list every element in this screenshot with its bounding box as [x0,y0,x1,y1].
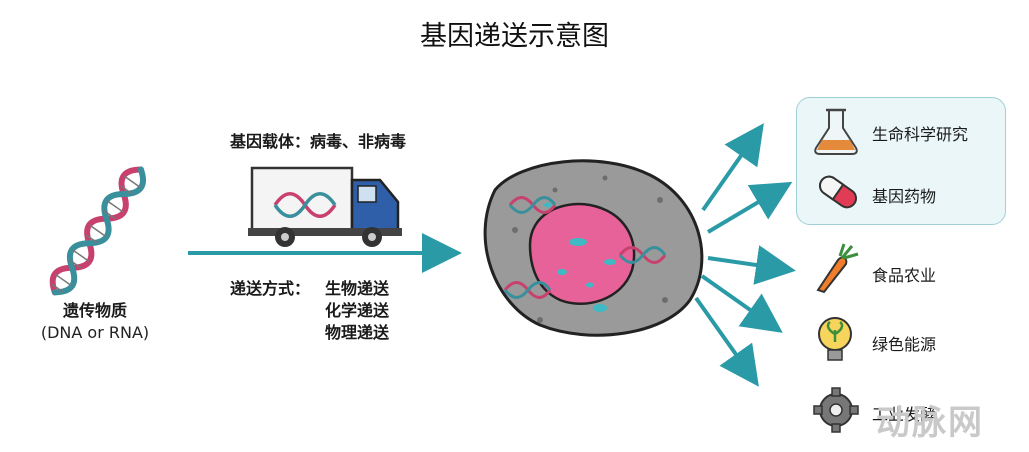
application-label: 工业发酵 [872,405,937,424]
application-label: 绿色能源 [872,335,937,354]
delivery-method-item: 物理递送 [325,323,390,342]
flask-icon [814,108,858,155]
carrot-icon [816,243,859,294]
target-cell [483,159,704,337]
dna-helix-icon [49,166,147,296]
vector-label: 基因载体：病毒、非病毒 [230,132,407,151]
truck-vector-icon [248,166,402,247]
lightbulb-sprout-icon [818,317,852,361]
nucleus [528,202,636,305]
arrow-to-app-3 [707,245,796,285]
delivery-method-label: 递送方式： [230,279,311,298]
genetic-material-subtitle: (DNA or RNA) [40,323,150,342]
delivery-methods-list: 生物递送 化学递送 物理递送 [325,278,389,344]
delivery-method-item: 生物递送 [325,279,390,298]
pill-capsule-icon [818,175,858,209]
application-label: 食品农业 [872,266,937,285]
watermark: 动脉网 [876,403,984,443]
genetic-material-label: 遗传物质 (DNA or RNA) [20,300,170,344]
application-label: 生命科学研究 [872,125,969,144]
application-label: 基因药物 [872,187,937,206]
arrow-to-app-1 [701,123,764,212]
diagram-title: 基因递送示意图 [420,21,609,52]
application-arrows [694,123,796,387]
arrow-to-app-2 [706,181,793,234]
arrow-to-app-5 [694,296,759,387]
arrow-to-app-4 [700,274,783,333]
genetic-material-title: 遗传物质 [62,301,127,320]
gear-icon [813,387,859,433]
delivery-method-item: 化学递送 [325,301,390,320]
